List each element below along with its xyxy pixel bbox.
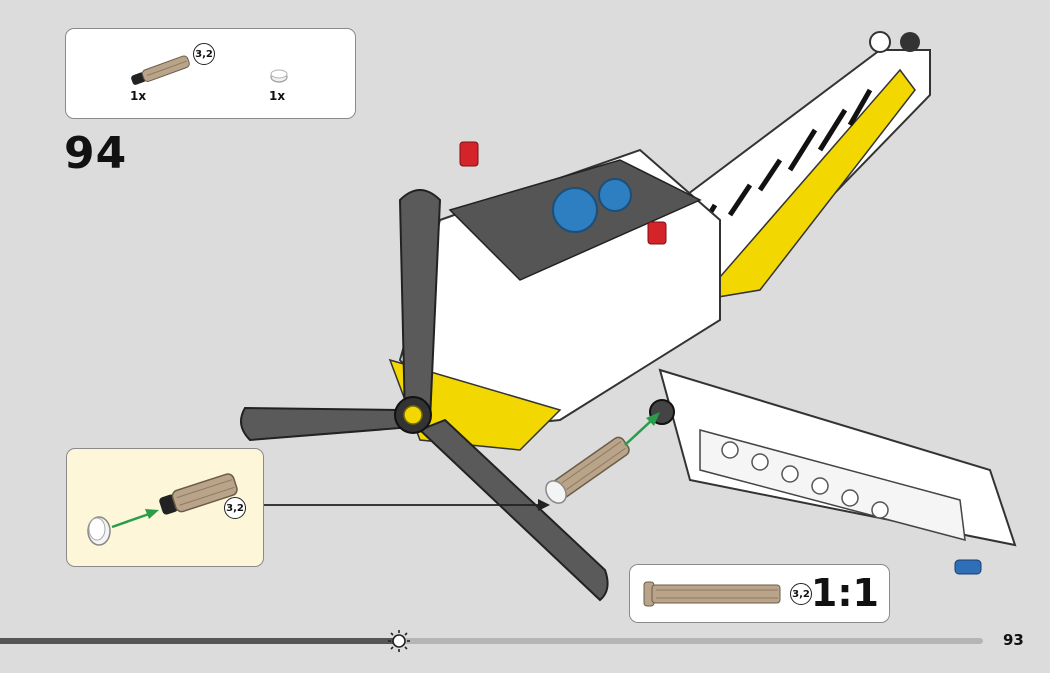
length-badge: 3,2 bbox=[790, 583, 812, 605]
propeller bbox=[240, 189, 609, 602]
parts-list-box: 3,2 1x 1x bbox=[65, 28, 356, 119]
parts-illustration bbox=[131, 55, 288, 85]
part-qty: 1x bbox=[130, 89, 147, 103]
axle-scale-icon bbox=[643, 581, 781, 607]
length-badge: 3,2 bbox=[193, 43, 215, 65]
bush-cap-icon bbox=[87, 516, 111, 546]
bush-cap-icon bbox=[270, 69, 288, 83]
callout-illustration bbox=[87, 473, 238, 546]
insertion-arrow bbox=[624, 412, 660, 446]
aircraft-model bbox=[240, 31, 1017, 602]
subassembly-callout: 3,2 bbox=[66, 448, 264, 567]
scale-ratio: 1:1 bbox=[810, 571, 879, 615]
callout-pointer bbox=[262, 499, 550, 511]
scale-reference-box: 3,2 1:1 bbox=[629, 564, 890, 623]
axle-pin-icon bbox=[159, 473, 238, 515]
new-axle-pin bbox=[545, 436, 630, 504]
part-qty: 1x bbox=[269, 89, 286, 103]
length-badge: 3,2 bbox=[224, 497, 246, 519]
page-number: 93 bbox=[1003, 631, 1024, 649]
axle-pin-icon bbox=[131, 55, 190, 85]
step-number: 94 bbox=[64, 128, 128, 179]
